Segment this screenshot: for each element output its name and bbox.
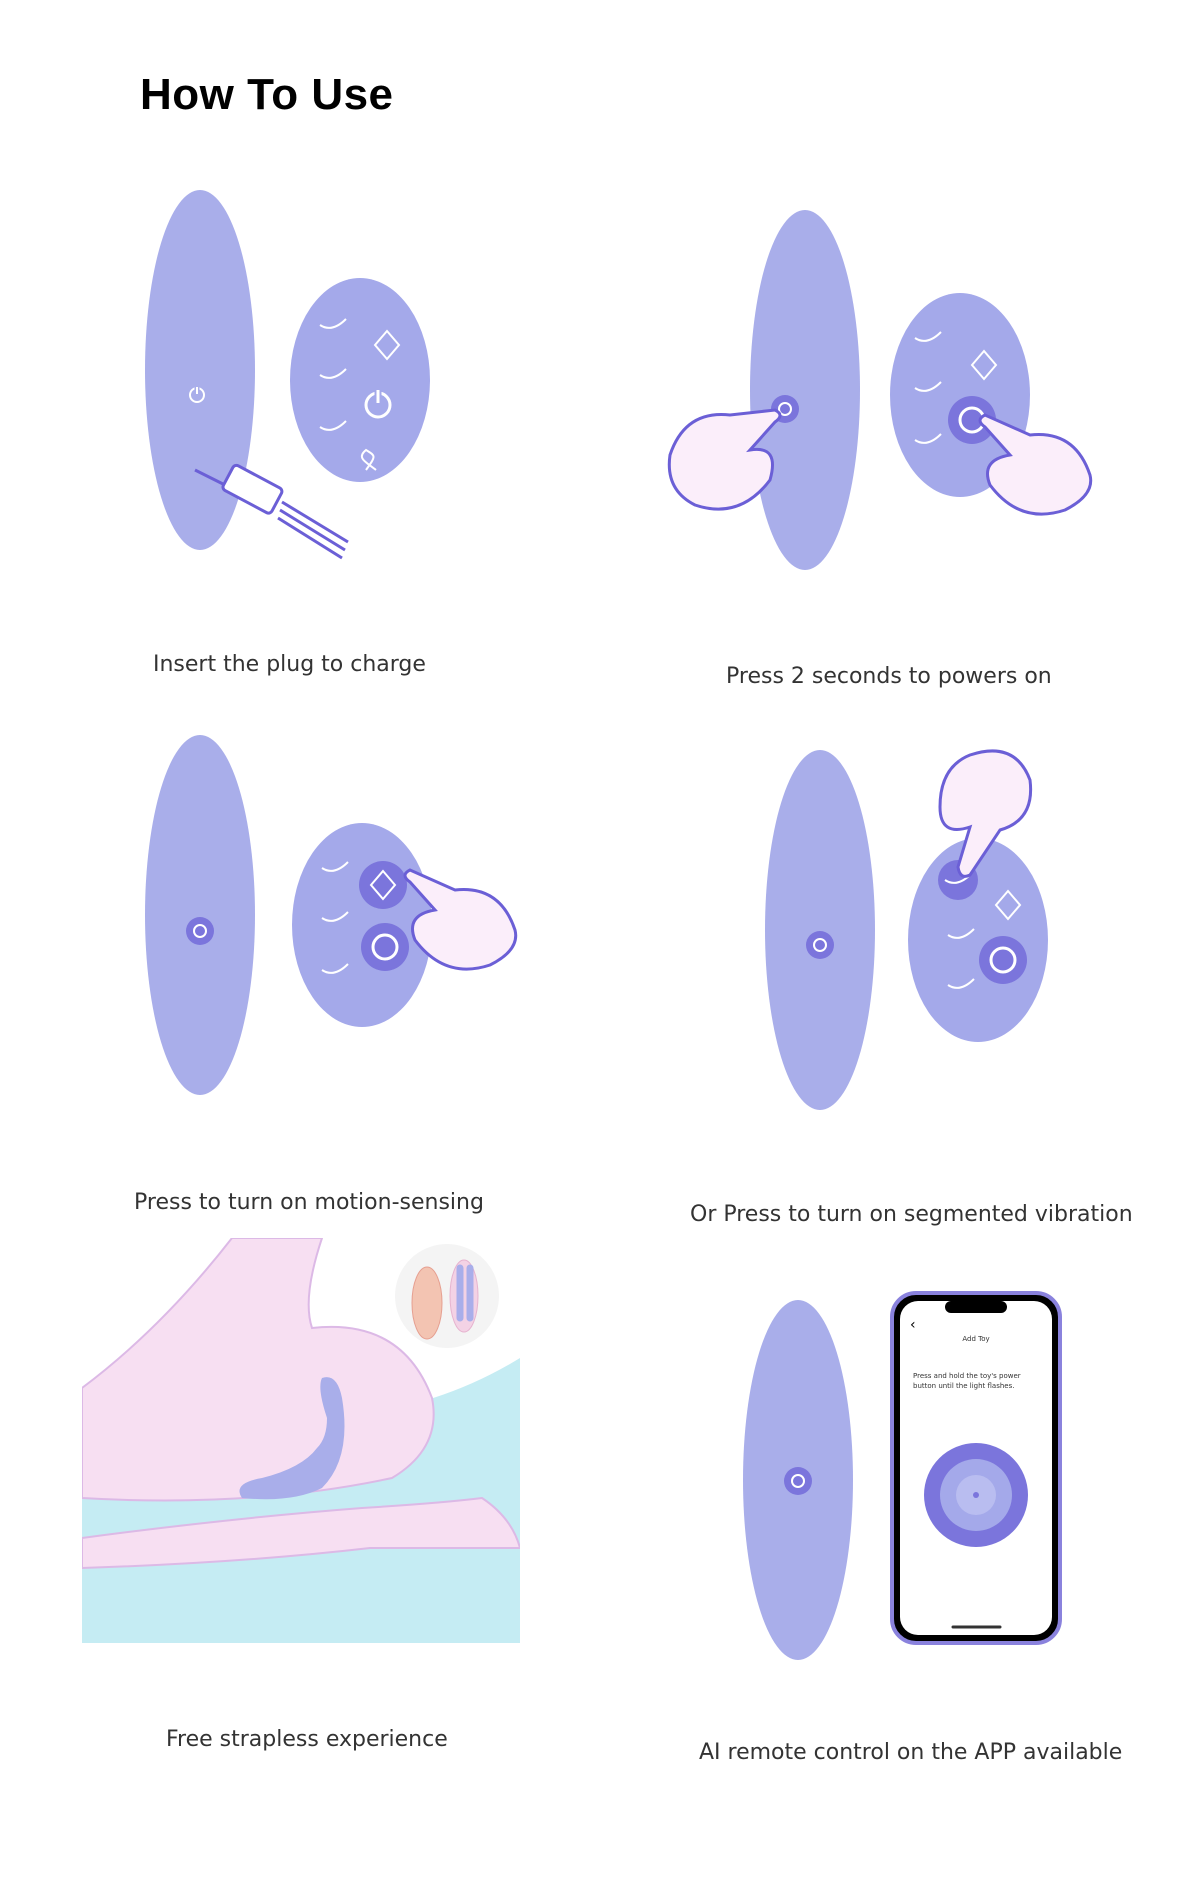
remote-body bbox=[292, 823, 432, 1027]
step-motion-illustration bbox=[130, 735, 530, 1115]
wave-icon bbox=[319, 318, 347, 329]
step-charge-caption: Insert the plug to charge bbox=[153, 652, 426, 677]
power-icon bbox=[813, 938, 827, 952]
power-icon bbox=[791, 1474, 805, 1488]
leg-shape bbox=[82, 1496, 520, 1570]
remote-power-icon bbox=[371, 933, 399, 961]
motion-icon bbox=[369, 869, 397, 901]
step-strapless-caption: Free strapless experience bbox=[166, 1727, 448, 1752]
power-icon bbox=[189, 386, 205, 403]
power-icon bbox=[193, 924, 207, 938]
hand-pointer-icon bbox=[667, 408, 782, 511]
remote-power-icon bbox=[989, 946, 1017, 974]
hand-pointer-icon bbox=[938, 749, 1033, 878]
vibrator-body bbox=[765, 750, 875, 1110]
phone-header: Add Toy bbox=[962, 1335, 990, 1343]
step-power-on-caption: Press 2 seconds to powers on bbox=[726, 664, 1052, 689]
step-motion-caption: Press to turn on motion-sensing bbox=[134, 1190, 484, 1215]
phone-instruction: Press and hold the toy's power button un… bbox=[913, 1372, 1021, 1390]
power-icon bbox=[778, 402, 792, 416]
vibrator-body bbox=[145, 190, 255, 550]
remote-body bbox=[890, 293, 1030, 497]
vibrator-body bbox=[145, 735, 255, 1095]
vibrator-body bbox=[750, 210, 860, 570]
step-strapless-illustration bbox=[82, 1238, 520, 1643]
step-app-illustration: ‹ Add Toy Press and hold the toy's power… bbox=[740, 1285, 1080, 1685]
hand-pointer-icon bbox=[403, 868, 518, 971]
step-vibration-illustration bbox=[740, 745, 1080, 1125]
motion-icon bbox=[373, 329, 401, 361]
page-title: How To Use bbox=[140, 70, 394, 119]
wave-icon bbox=[319, 368, 347, 379]
remote-power-icon bbox=[364, 389, 392, 419]
logo-icon bbox=[360, 448, 377, 471]
remote-body bbox=[908, 838, 1048, 1042]
charging-cable-icon bbox=[194, 463, 349, 560]
hand-pointer-icon bbox=[978, 413, 1093, 516]
back-icon[interactable]: ‹ bbox=[910, 1317, 916, 1333]
step-vibration-caption: Or Press to turn on segmented vibration bbox=[690, 1202, 1133, 1227]
remote-body bbox=[290, 278, 430, 482]
step-charge-illustration bbox=[130, 190, 460, 570]
vibrator-shape bbox=[239, 1377, 345, 1500]
wave-icon bbox=[319, 420, 347, 431]
step-app-caption: AI remote control on the APP available bbox=[699, 1740, 1123, 1765]
anatomy-inset bbox=[395, 1244, 499, 1348]
step-power-on-illustration bbox=[660, 205, 1100, 585]
